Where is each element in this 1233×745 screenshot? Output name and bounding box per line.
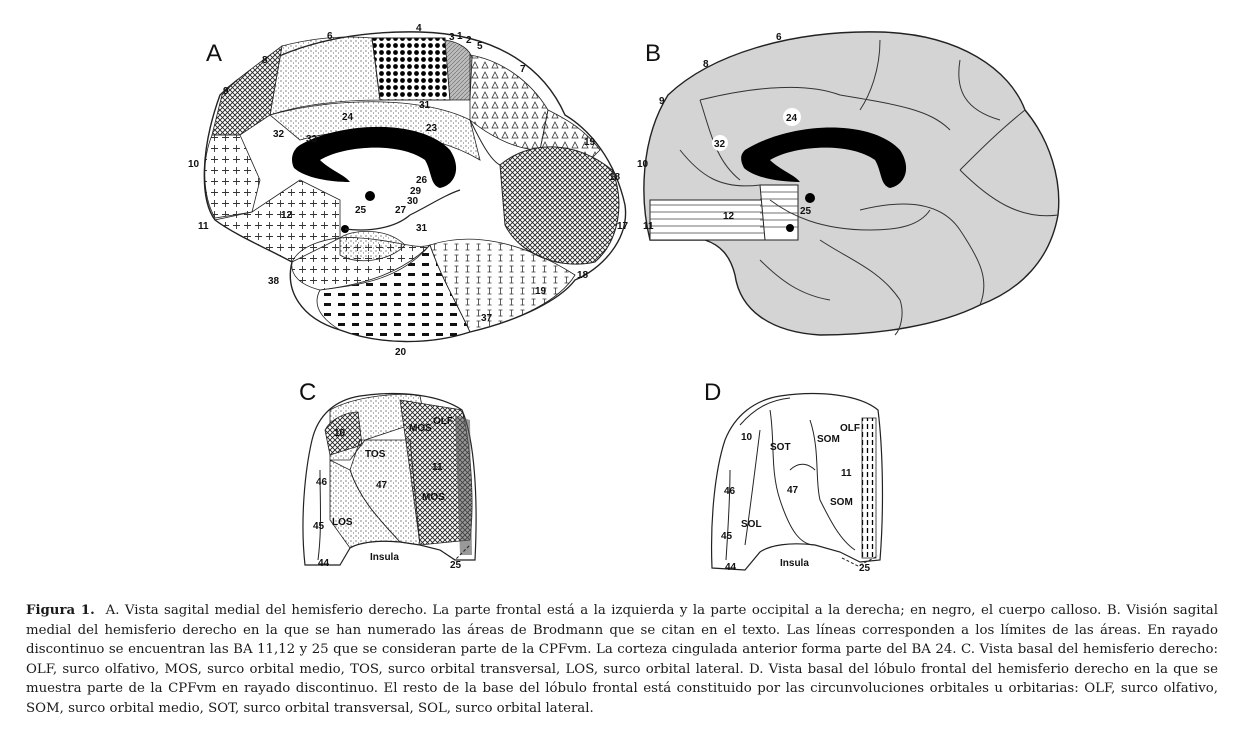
panel-c-label: MOS [409,423,432,434]
panel-c-label: TOS [365,449,386,460]
panel-c-label: LOS [332,517,353,528]
panel-c-label: OLF [433,416,453,427]
panel-b-label: 8 [703,59,709,70]
panel-a-label: 4 [416,23,422,34]
panel-a-label: 18 [577,270,589,281]
figure-illustration: 4 3 1 2 5 6 7 8 9 10 11 12 19 18 17 18 1… [0,0,1233,600]
panel-a-label: 9 [223,86,229,97]
panel-d-label: SOL [741,519,762,530]
panel-d-brain [712,394,883,570]
panel-a-label: 12 [281,210,293,221]
panel-a-label: 27 [395,205,407,216]
panel-b-label: 25 [800,206,812,217]
panel-a-label: 3 [449,32,455,43]
panel-a-label: 33 [306,134,318,145]
panel-a-label: 5 [477,41,483,52]
panel-c-label: 47 [376,480,388,491]
panel-d-label: SOM [830,497,853,508]
panel-a-label: 20 [395,347,407,358]
panel-c-label: 45 [313,521,325,532]
panel-a-label: 19 [584,137,596,148]
panel-d-label: OLF [840,423,860,434]
panel-a-label: 37 [481,313,493,324]
panel-a-label: 17 [617,221,629,232]
panel-d-label: 25 [859,563,871,574]
panel-b-label: 10 [637,159,649,170]
panel-c-label: 11 [432,462,443,473]
panel-c-label: 10 [334,428,346,439]
panel-d-label: SOT [770,442,791,453]
panel-a-label: 30 [407,196,419,207]
panel-a-label: 26 [416,175,428,186]
panel-b-label: 9 [659,96,665,107]
panel-d-label: 10 [741,432,753,443]
panel-d-label: 11 [841,468,852,479]
panel-a-label: 25 [355,205,367,216]
caption-text: A. Vista sagital medial del hemisferio d… [26,603,1218,716]
panel-a-label: 32 [273,129,285,140]
panel-a-label: 11 [198,221,209,232]
panel-c-label: 25 [450,560,462,571]
panel-a-label: 19 [535,286,547,297]
panel-b-label: 11 [643,221,654,232]
panel-a-label: 6 [327,31,333,42]
panel-a-label: 24 [342,112,354,123]
panel-b-label: 6 [776,32,782,43]
figure-caption: Figura 1. A. Vista sagital medial del he… [26,601,1218,719]
panel-b-label: 24 [786,113,798,124]
panel-c-label: 46 [316,477,328,488]
panel-a-label: 7 [520,64,526,75]
panel-d-label: 45 [721,531,733,542]
panel-a-label: 8 [262,55,268,66]
panel-b-brain [644,32,1059,335]
panel-c-label: 44 [318,558,330,569]
panel-b-label: 32 [714,139,726,150]
panel-a-label: 1 [457,31,463,42]
panel-a-label: 31 [416,223,428,234]
panel-a-label: 23 [426,123,438,134]
panel-a-label: 10 [188,159,200,170]
panel-c-label: Insula [370,552,399,563]
panel-d-label: 46 [724,486,736,497]
panel-b-label: 12 [723,211,735,222]
panel-d-label: 44 [725,562,737,573]
panel-d-label: SOM [817,434,840,445]
panel-a-label: 18 [609,172,621,183]
panel-a-label: 2 [466,35,472,46]
panel-d-label: 47 [787,485,799,496]
figure-label: Figura 1. [26,603,95,618]
panel-a-label: 38 [268,276,280,287]
panel-a-label: 31 [419,100,431,111]
panel-c-label: MOS [422,492,445,503]
panel-d-label: Insula [780,558,809,569]
